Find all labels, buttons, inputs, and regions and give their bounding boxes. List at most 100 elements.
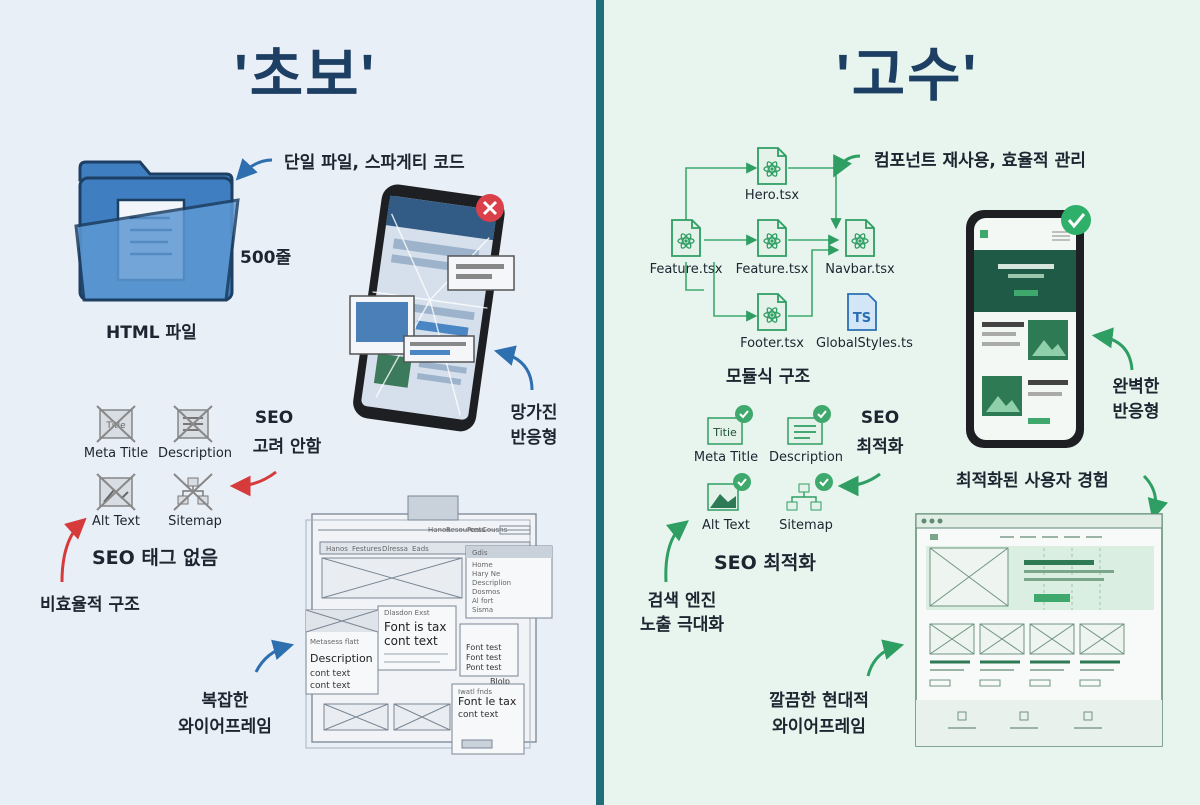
svg-text:Description: Description <box>310 652 373 665</box>
navbar-file-icon <box>845 219 875 257</box>
svg-text:TS: TS <box>853 311 871 326</box>
clean-wireframe-arrow <box>866 639 905 677</box>
broken-responsive-label-2: 반응형 <box>510 428 558 448</box>
svg-text:Cousns: Cousns <box>482 526 508 534</box>
file-feature-2: Feature.tsx <box>735 262 809 277</box>
wireframe-arrow <box>254 639 295 673</box>
html-file-label: HTML 파일 <box>106 323 197 343</box>
svg-text:Hanos: Hanos <box>428 526 450 534</box>
alt-text-check-icon <box>707 472 752 511</box>
file-footer: Footer.tsx <box>740 336 804 351</box>
error-icon <box>476 194 504 222</box>
clean-wireframe-label-1: 깔끔한 현대적 <box>769 691 869 711</box>
svg-text:Font is tax: Font is tax <box>384 620 447 634</box>
seo-warning-arrow <box>229 470 277 497</box>
svg-text:Resources: Resources <box>446 526 482 534</box>
ux-label: 최적화된 사용자 경험 <box>956 471 1109 491</box>
folder-note-arrow <box>235 158 273 181</box>
folder-note: 단일 파일, 스파게티 코드 <box>284 153 465 173</box>
seo-tags-caption: SEO 태그 없음 <box>92 547 218 569</box>
hero-file-icon <box>757 147 787 185</box>
search-arrow <box>664 520 689 583</box>
messy-wireframe: Hanos Resources Pests Cousns Hanos Festu… <box>305 495 553 755</box>
svg-text:Festures: Festures <box>352 545 382 553</box>
tag-description: Description <box>157 446 233 461</box>
sitemap-check-icon <box>786 472 834 511</box>
svg-text:Hanos: Hanos <box>326 545 348 553</box>
svg-text:Title: Title <box>105 421 126 431</box>
beginner-title: '초보' <box>234 43 377 108</box>
perfect-responsive-label-1: 완벽한 <box>1112 377 1160 397</box>
inefficient-structure-label: 비효율적 구조 <box>40 595 140 615</box>
complex-wireframe-label-1: 복잡한 <box>201 691 249 711</box>
svg-text:Iwatl fnds: Iwatl fnds <box>458 688 492 696</box>
file-feature-1: Feature.tsx <box>649 262 723 277</box>
ux-arrow <box>1142 474 1168 521</box>
folder-icon <box>74 160 240 302</box>
clean-wireframe <box>915 513 1163 747</box>
perfect-responsive-label-2: 반응형 <box>1112 402 1160 422</box>
svg-text:Pont test: Pont test <box>466 663 502 672</box>
description-crossed-icon <box>173 405 213 443</box>
svg-text:Dosmos: Dosmos <box>472 588 500 596</box>
inefficient-arrow <box>60 517 87 583</box>
modular-structure-label: 모듈식 구조 <box>726 367 811 387</box>
svg-text:cont text: cont text <box>458 710 499 720</box>
seo-optimize-arrow <box>837 472 881 497</box>
svg-text:Al fort: Al fort <box>472 597 494 605</box>
footer-file-icon <box>757 293 787 331</box>
tag-sitemap: Sitemap <box>168 514 222 529</box>
broken-phone <box>349 184 515 432</box>
svg-text:Font test: Font test <box>466 653 501 662</box>
svg-text:Eads: Eads <box>412 545 429 553</box>
tag-alt-text-ok: Alt Text <box>701 518 751 533</box>
svg-text:Dlressa: Dlressa <box>382 545 408 553</box>
search-label-1: 검색 엔진 <box>647 591 717 611</box>
beginner-panel: Title Hanos Resource <box>0 0 596 805</box>
search-label-2: 노출 극대화 <box>639 615 725 635</box>
responsive-phone <box>966 210 1084 448</box>
expert-panel: TS <box>604 0 1200 805</box>
feature-file-icon-1 <box>671 219 701 257</box>
seo-optimize-label-1: SEO <box>860 408 900 428</box>
expert-title: '고수' <box>836 43 979 108</box>
svg-text:Metasess flatt: Metasess flatt <box>310 638 359 646</box>
complex-wireframe-label-2: 와이어프레임 <box>178 717 272 737</box>
svg-text:Home: Home <box>472 561 493 569</box>
svg-text:Blolp: Blolp <box>490 677 510 686</box>
success-check-icon <box>1061 205 1091 235</box>
description-check-icon <box>787 404 832 445</box>
broken-responsive-label-1: 망가진 <box>510 403 558 423</box>
seo-warning-label-2: 고려 안함 <box>252 437 322 457</box>
svg-text:Hary Ne: Hary Ne <box>472 570 500 578</box>
svg-text:Pests: Pests <box>467 526 486 534</box>
seo-warning-label-1: SEO <box>254 408 294 428</box>
clean-wireframe-label-2: 와이어프레임 <box>772 717 866 737</box>
svg-text:Font le tax: Font le tax <box>458 695 517 708</box>
tag-alt-text: Alt Text <box>91 514 141 529</box>
beginner-illustration: Title Hanos Resource <box>60 158 553 755</box>
feature-file-icon-2 <box>757 219 787 257</box>
meta-title-crossed-icon: Title <box>96 405 136 443</box>
panel-divider <box>596 0 604 805</box>
broken-responsive-arrow <box>493 345 534 391</box>
alt-text-crossed-icon <box>96 473 136 511</box>
tag-meta-title-ok: Meta Title <box>693 450 759 465</box>
line-count: 500줄 <box>240 248 292 268</box>
file-hero: Hero.tsx <box>744 188 800 203</box>
expert-illustration: TS <box>664 147 1168 747</box>
svg-text:cont text: cont text <box>384 634 438 648</box>
tag-sitemap-ok: Sitemap <box>779 518 833 533</box>
component-graph-links <box>685 162 842 322</box>
svg-text:Descriplion: Descriplion <box>472 579 511 587</box>
meta-title-check-icon: Titie <box>707 404 754 445</box>
svg-text:cont text: cont text <box>310 681 351 691</box>
ts-file-icon: TS <box>847 293 877 331</box>
sitemap-crossed-icon <box>173 473 213 511</box>
svg-text:Gdis: Gdis <box>472 549 488 557</box>
svg-text:Font test: Font test <box>466 643 501 652</box>
tag-description-ok: Description <box>768 450 844 465</box>
tag-meta-title: Meta Title <box>83 446 149 461</box>
svg-text:cont text: cont text <box>310 669 351 679</box>
file-global-styles: GlobalStyles.ts <box>816 336 913 351</box>
